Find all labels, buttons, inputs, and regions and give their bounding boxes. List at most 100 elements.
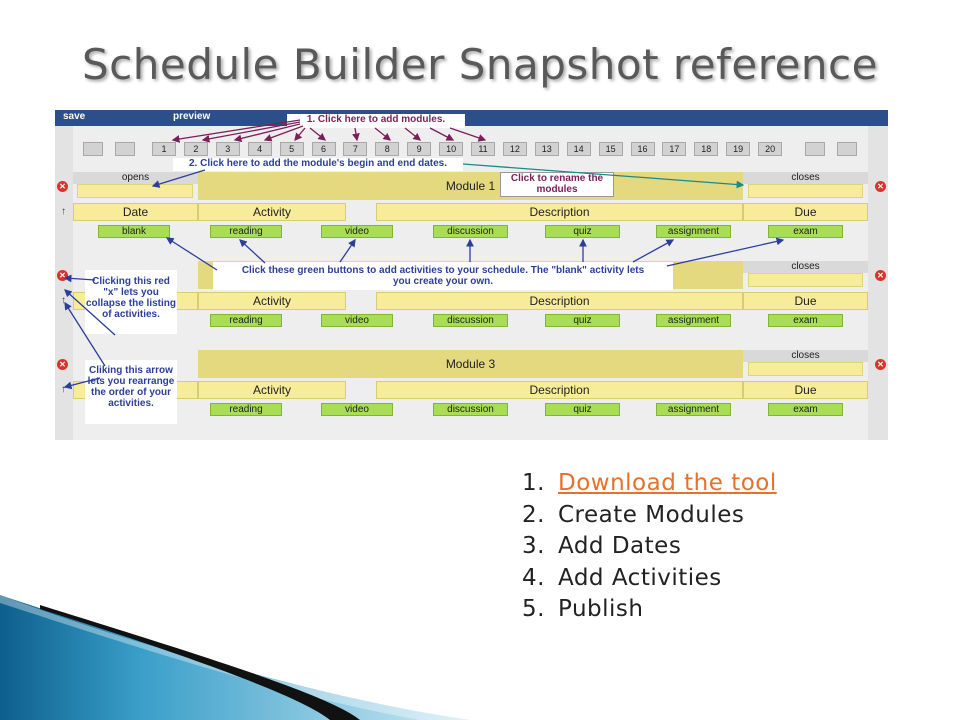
module-number-button-8[interactable]: 8 [375, 142, 400, 156]
module-number-button-14[interactable]: 14 [566, 142, 591, 156]
close-x-icon[interactable]: ✕ [875, 359, 886, 370]
up-arrow-icon[interactable]: ↑ [61, 206, 66, 217]
opens-date-field[interactable] [77, 184, 193, 198]
module-number-button-19[interactable]: 19 [726, 142, 751, 156]
module-number-button-10[interactable]: 10 [439, 142, 464, 156]
activity-button-exam[interactable]: exam [768, 403, 843, 416]
activity-button-reading[interactable]: reading [210, 403, 282, 416]
step-number: 5. [522, 596, 545, 622]
module-number-button-7[interactable]: 7 [343, 142, 368, 156]
activity-button-quiz[interactable]: quiz [545, 403, 620, 416]
opens-label: opens [73, 172, 198, 184]
module-number-button-9[interactable]: 9 [407, 142, 432, 156]
module-number-button-18[interactable]: 18 [694, 142, 719, 156]
column-header-description: Description [376, 381, 743, 399]
toolbar: save preview [55, 110, 888, 126]
step-text: Publish [558, 596, 644, 622]
nav-button-blank[interactable] [115, 142, 135, 156]
module-number-button-13[interactable]: 13 [534, 142, 559, 156]
nav-button-blank[interactable] [837, 142, 857, 156]
list-item: 1. Download the tool [522, 468, 777, 500]
list-item: 2. Create Modules [522, 500, 777, 532]
module-name[interactable]: Module 1 [198, 172, 743, 200]
callout-add-modules: 1. Click here to add modules. [287, 114, 465, 128]
close-x-icon[interactable]: ✕ [57, 270, 68, 281]
column-header-description: Description [376, 203, 743, 221]
step-number: 1. [522, 470, 545, 496]
module-number-button-3[interactable]: 3 [215, 142, 240, 156]
closes-date-field[interactable] [748, 362, 863, 376]
right-gutter [868, 126, 888, 440]
activity-button-assignment[interactable]: assignment [656, 225, 731, 238]
closes-label: closes [743, 350, 868, 362]
step-number: 4. [522, 564, 545, 591]
preview-button[interactable]: preview [173, 111, 211, 122]
decorative-swoosh [0, 595, 470, 720]
close-x-icon[interactable]: ✕ [57, 359, 68, 370]
closes-date-field[interactable] [748, 184, 863, 198]
activity-button-reading[interactable]: reading [210, 225, 282, 238]
callout-add-dates: 2. Click here to add the module's begin … [173, 158, 463, 171]
callout-arrow: Cliking this arrow lets you rearrange th… [85, 360, 177, 424]
module-number-button-4[interactable]: 4 [247, 142, 272, 156]
activity-button-video[interactable]: video [321, 314, 393, 327]
column-header-description: Description [376, 292, 743, 310]
nav-button-blank[interactable] [805, 142, 825, 156]
module-number-button-11[interactable]: 11 [471, 142, 495, 156]
module-number-button-20[interactable]: 20 [758, 142, 783, 156]
column-header-due: Due [743, 203, 868, 221]
slide-title: Schedule Builder Snapshot reference [82, 40, 878, 89]
step-number: 3. [522, 533, 545, 559]
module-number-button-2[interactable]: 2 [183, 142, 208, 156]
list-item: 4. Add Activities [522, 563, 777, 595]
activity-button-video[interactable]: video [321, 403, 393, 416]
activity-button-exam[interactable]: exam [768, 314, 843, 327]
callout-green-buttons: Click these green buttons to add activit… [213, 262, 673, 290]
step-text: Add Activities [558, 564, 722, 591]
column-header-due: Due [743, 381, 868, 399]
activity-button-reading[interactable]: reading [210, 314, 282, 327]
download-tool-link[interactable]: Download the tool [558, 470, 777, 496]
module-number-button-12[interactable]: 12 [502, 142, 527, 156]
activity-button-assignment[interactable]: assignment [656, 403, 731, 416]
module-number-button-15[interactable]: 15 [598, 142, 623, 156]
step-number: 2. [522, 501, 545, 528]
activity-button-discussion[interactable]: discussion [433, 225, 508, 238]
column-header-activity: Activity [198, 203, 346, 221]
close-x-icon[interactable]: ✕ [57, 181, 68, 192]
module-number-button-1[interactable]: 1 [152, 142, 176, 156]
close-x-icon[interactable]: ✕ [875, 270, 886, 281]
activity-button-blank[interactable]: blank [98, 225, 170, 238]
activity-button-discussion[interactable]: discussion [433, 314, 508, 327]
up-arrow-icon[interactable]: ↑ [61, 295, 66, 306]
list-item: 3. Add Dates [522, 531, 777, 563]
module-name[interactable]: Module 3 [198, 350, 743, 378]
module-number-button-17[interactable]: 17 [662, 142, 687, 156]
module-number-button-5[interactable]: 5 [279, 142, 304, 156]
list-item: 5. Publish [522, 594, 777, 626]
callout-rename-modules: Click to rename the modules [500, 172, 614, 197]
module-number-button-6[interactable]: 6 [311, 142, 336, 156]
activity-button-quiz[interactable]: quiz [545, 225, 620, 238]
column-header-date: Date [73, 203, 198, 221]
close-x-icon[interactable]: ✕ [875, 181, 886, 192]
step-text: Add Dates [558, 533, 682, 559]
column-header-activity: Activity [198, 292, 346, 310]
steps-list: 1. Download the tool 2. Create Modules 3. A… [522, 468, 777, 626]
closes-label: closes [743, 172, 868, 184]
activity-button-quiz[interactable]: quiz [545, 314, 620, 327]
up-arrow-icon[interactable]: ↑ [61, 384, 66, 395]
activity-button-exam[interactable]: exam [768, 225, 843, 238]
callout-red-x: Clicking this red "x" lets you collapse … [85, 270, 177, 334]
save-button[interactable]: save [63, 111, 86, 122]
closes-date-field[interactable] [748, 273, 863, 287]
nav-button-blank[interactable] [83, 142, 103, 156]
step-text: Create Modules [558, 501, 745, 528]
closes-label: closes [743, 261, 868, 273]
activity-button-assignment[interactable]: assignment [656, 314, 731, 327]
column-header-activity: Activity [198, 381, 346, 399]
activity-button-video[interactable]: video [321, 225, 393, 238]
activity-button-discussion[interactable]: discussion [433, 403, 508, 416]
module-number-button-16[interactable]: 16 [630, 142, 655, 156]
